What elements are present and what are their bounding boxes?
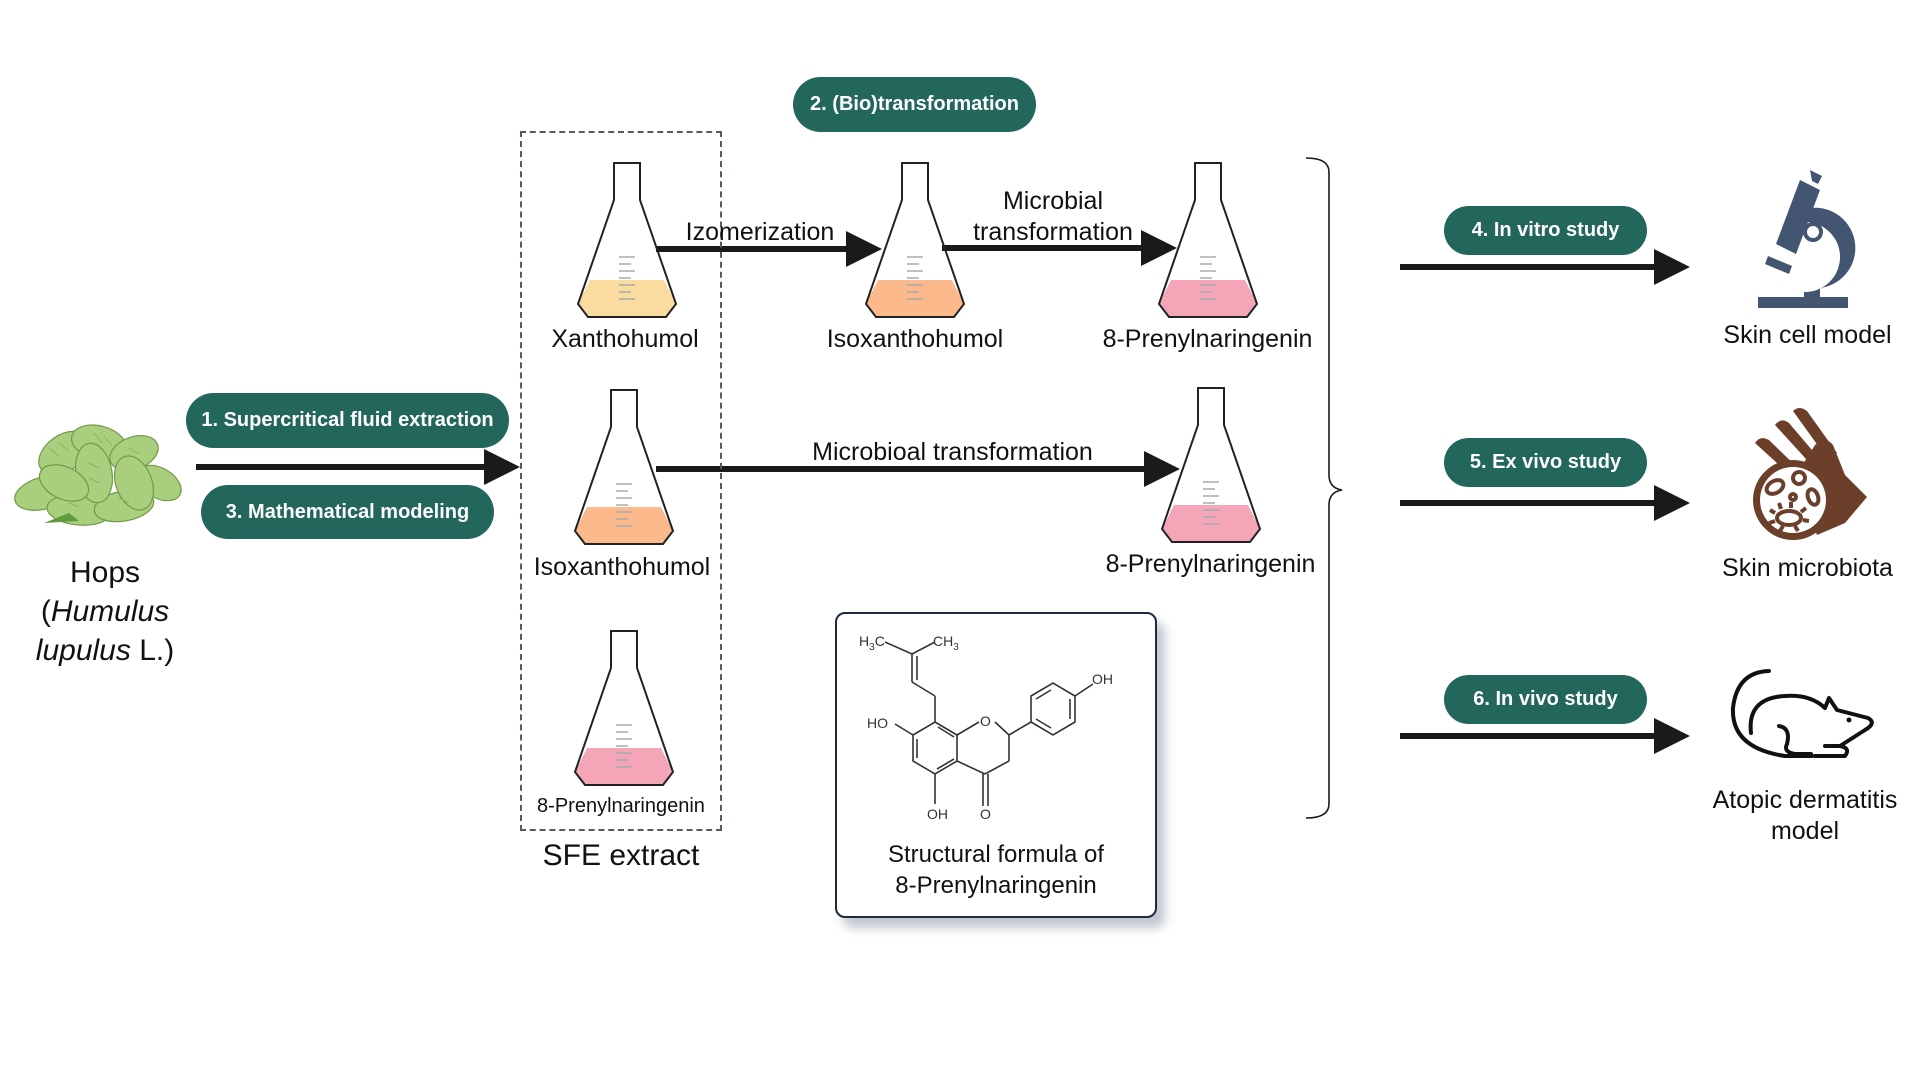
formula-caption: Structural formula of 8-Prenylnaringenin	[837, 839, 1155, 901]
structural-formula-box: H3C CH3 OH HO O OH O Structural formula …	[835, 612, 1157, 918]
microbioal-transformation-label: Microbioal transformation	[812, 438, 1093, 466]
atom-oh-top: OH	[1092, 671, 1113, 687]
sfe-extract-title: SFE extract	[542, 839, 700, 872]
outcome-label-atopic-dermatitis: Atopic dermatitis model	[1690, 785, 1920, 847]
hops-label: Hops (Humulus lupulus L.)	[0, 553, 210, 670]
izomerization-label: Izomerization	[685, 218, 835, 246]
flask-isoxanthohumol-product	[864, 162, 966, 318]
atom-o-ring: O	[980, 713, 991, 729]
outcome-label-atopic-line2: model	[1770, 817, 1840, 845]
hand-microbes-icon	[1745, 405, 1870, 545]
step1-pill: 1. Supercritical fluid extraction	[186, 393, 509, 448]
label-8pn-row2: 8-Prenylnaringenin	[1105, 550, 1316, 578]
hops-latin-line1: (Humulus	[40, 595, 170, 628]
outcome-label-skin-microbiota: Skin microbiota	[1722, 554, 1893, 582]
outcome-label-atopic-line1: Atopic dermatitis	[1712, 786, 1898, 814]
step5-pill: 5. Ex vivo study	[1444, 438, 1647, 487]
mouse-icon	[1725, 668, 1885, 768]
label-xanthohumol: Xanthohumol	[551, 325, 699, 353]
8-prenylnaringenin-structure: H3C CH3 OH HO O OH O	[859, 633, 1113, 822]
microbial-label-line1: Microbial	[1002, 187, 1104, 215]
label-8pn-row1: 8-Prenylnaringenin	[1102, 325, 1313, 353]
atom-h3c: H3C	[859, 633, 885, 653]
hops-latin-line2: lupulus L.)	[35, 634, 175, 667]
flask-isoxanthohumol-sfe	[573, 389, 675, 545]
microbial-label-line2: transformation	[973, 218, 1133, 246]
flask-xanthohumol	[576, 162, 678, 318]
hops-name: Hops	[69, 556, 141, 589]
atom-ch3: CH3	[933, 633, 959, 653]
grouping-bracket	[1305, 157, 1343, 819]
flask-8pn-sfe	[573, 630, 675, 786]
step4-pill: 4. In vitro study	[1444, 206, 1647, 255]
flask-8pn-row1	[1157, 162, 1259, 318]
microscope-icon	[1758, 170, 1858, 310]
flask-8pn-row2	[1160, 387, 1262, 543]
label-8pn-sfe: 8-Prenylnaringenin	[537, 795, 705, 817]
atom-oh-bottom: OH	[927, 806, 948, 822]
formula-caption-line1: Structural formula of	[887, 841, 1105, 868]
atom-o-keto: O	[980, 806, 991, 822]
sfe-extract-box	[520, 131, 722, 831]
label-isoxanthohumol-product: Isoxanthohumol	[826, 325, 1004, 353]
formula-caption-line2: 8-Prenylnaringenin	[895, 872, 1097, 899]
step2-pill: 2. (Bio)transformation	[793, 77, 1036, 132]
microbial-transformation-label: Microbial transformation	[953, 186, 1153, 248]
step6-pill: 6. In vivo study	[1444, 675, 1647, 724]
step3-pill: 3. Mathematical modeling	[201, 485, 494, 539]
label-isoxanthohumol-sfe: Isoxanthohumol	[533, 553, 711, 581]
outcome-label-skin-cell: Skin cell model	[1723, 321, 1892, 349]
hops-image	[4, 398, 194, 533]
atom-ho-left: HO	[867, 715, 888, 731]
